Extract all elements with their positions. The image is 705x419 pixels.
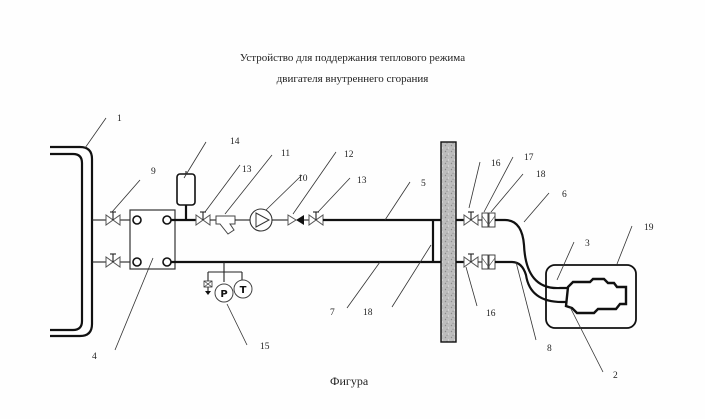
label-supply-pipe: 5 [421, 179, 426, 189]
pressure-gauge-icon [214, 283, 234, 303]
leader-lines [84, 117, 633, 373]
label-coupling-18: 18 [536, 170, 546, 180]
label-expansion-tank: 14 [230, 137, 240, 147]
shutoff-valve-icon [463, 253, 479, 268]
quick-coupling-icon [481, 212, 496, 228]
engine-icon [564, 277, 628, 315]
temperature-gauge-label: T [240, 285, 247, 296]
wall [440, 141, 457, 343]
instruments: P T [203, 262, 253, 303]
label-heat-exchanger: 4 [92, 352, 97, 362]
label-valves-9: 9 [151, 167, 156, 177]
label-valve-16-bottom: 16 [486, 309, 496, 319]
engine-enclosure [545, 264, 637, 329]
title-line-1: Устройство для поддержания теплового реж… [239, 52, 466, 64]
label-valve-16-top: 16 [491, 159, 501, 169]
label-return-pipe: 7 [330, 308, 335, 318]
filter-icon [215, 215, 236, 235]
label-return-hose: 8 [547, 344, 552, 354]
pressure-gauge-label: P [220, 289, 227, 300]
check-valve-icon [287, 214, 304, 226]
title-line-2: двигателя внутреннего сгорания [276, 73, 429, 85]
label-pump: 12 [344, 150, 354, 160]
label-coupling-17: 17 [524, 153, 534, 163]
pump-icon [249, 208, 273, 232]
shutoff-valve-icon [308, 211, 324, 226]
quick-coupling-icon [481, 254, 496, 270]
label-radiator: 1 [117, 114, 122, 124]
label-valve-13a: 13 [242, 165, 252, 175]
label-check-valve: 10 [298, 174, 308, 184]
shutoff-valve-icon [105, 211, 121, 226]
radiator [50, 145, 94, 338]
label-enclosure: 19 [644, 223, 654, 233]
return-hose [495, 260, 568, 304]
label-filter: 11 [281, 149, 290, 159]
label-engine-connection: 3 [585, 239, 590, 249]
expansion-tank-icon [176, 171, 196, 206]
label-instruments: 15 [260, 342, 270, 352]
shutoff-valve-icon [195, 211, 211, 226]
supply-hose [495, 218, 568, 290]
figure-caption: Фигура [330, 374, 369, 388]
label-valve-13b: 13 [357, 176, 367, 186]
label-bypass: 18 [363, 308, 373, 318]
temperature-gauge-icon [233, 279, 253, 299]
shutoff-valve-icon [463, 211, 479, 226]
shutoff-valve-icon [105, 253, 121, 268]
label-supply-hose: 6 [562, 190, 567, 200]
label-engine: 2 [613, 371, 618, 381]
